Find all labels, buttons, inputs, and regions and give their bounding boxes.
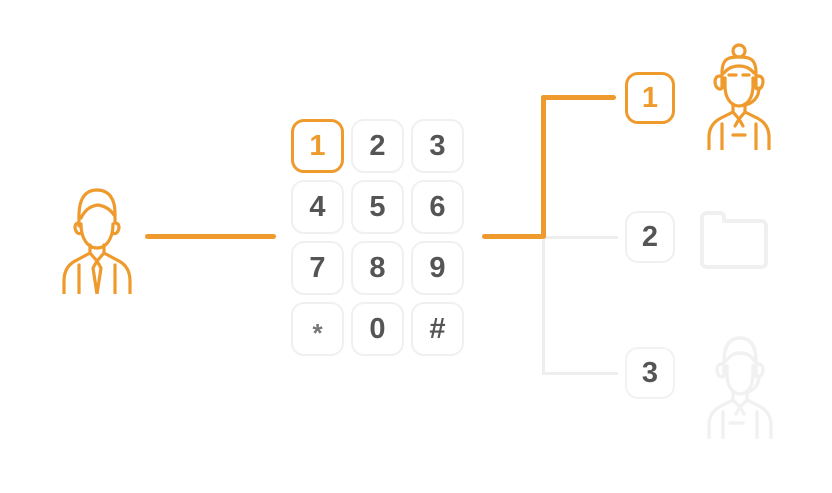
branch-connector-option-2	[542, 236, 618, 239]
keypad-key-0[interactable]: 0	[351, 302, 404, 356]
dialpad[interactable]: 1 2 3 4 5 6 7 8 9 * 0 #	[291, 119, 464, 356]
caller-to-keypad-connector	[145, 234, 276, 239]
option-box-1[interactable]: 1	[625, 72, 675, 124]
branch-connector-option-1	[541, 95, 616, 100]
keypad-key-5[interactable]: 5	[351, 180, 404, 234]
agent-headset-ghost-icon	[700, 333, 780, 441]
keypad-key-1[interactable]: 1	[291, 119, 344, 173]
branch-connector-option-3	[542, 372, 618, 375]
folder-icon	[698, 207, 770, 269]
keypad-key-4[interactable]: 4	[291, 180, 344, 234]
keypad-key-8[interactable]: 8	[351, 241, 404, 295]
keypad-key-2[interactable]: 2	[351, 119, 404, 173]
tree-trunk-inactive	[542, 236, 545, 375]
person-caller-icon	[52, 182, 142, 296]
agent-headset-icon	[700, 42, 778, 152]
option-box-2[interactable]: 2	[625, 211, 675, 263]
keypad-key-star[interactable]: *	[291, 302, 344, 356]
keypad-key-9[interactable]: 9	[411, 241, 464, 295]
keypad-key-3[interactable]: 3	[411, 119, 464, 173]
keypad-to-tree-connector	[482, 234, 546, 239]
tree-trunk-active	[541, 95, 546, 239]
keypad-key-7[interactable]: 7	[291, 241, 344, 295]
keypad-key-6[interactable]: 6	[411, 180, 464, 234]
keypad-key-hash[interactable]: #	[411, 302, 464, 356]
option-box-3[interactable]: 3	[625, 347, 675, 399]
